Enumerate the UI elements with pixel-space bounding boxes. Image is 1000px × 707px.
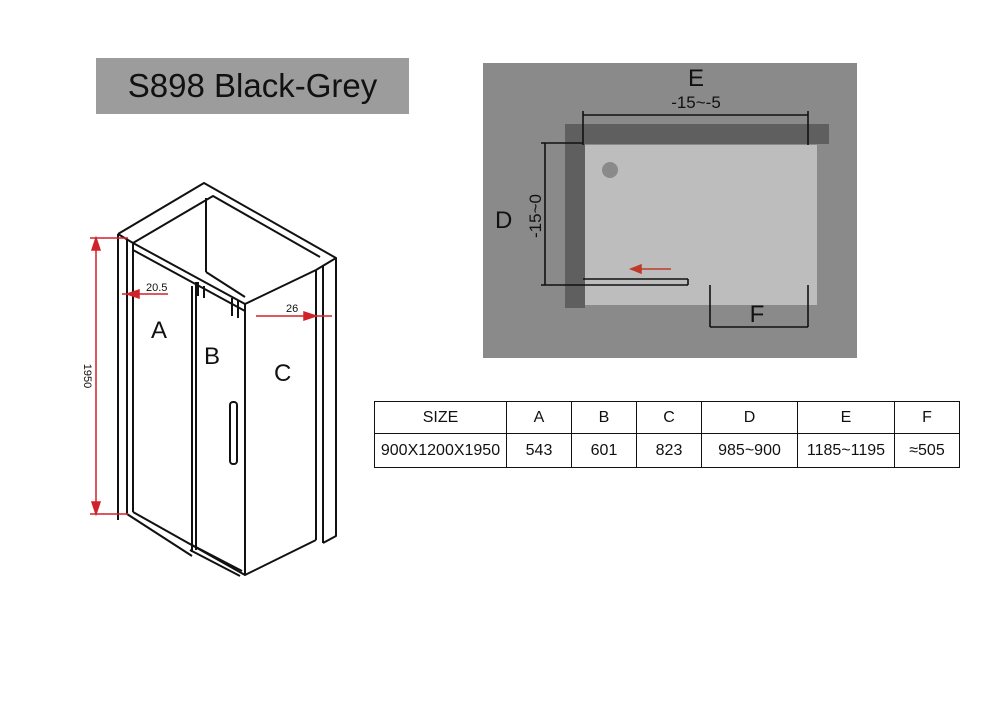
table-row: 900X1200X1950 543 601 823 985~900 1185~1… — [374, 433, 960, 468]
header-c: C — [636, 401, 702, 434]
door-handle — [229, 401, 238, 465]
height-dimension-label: 1950 — [81, 364, 93, 388]
enclosure-perspective-drawing: 1950 20.5 26 A B C — [81, 182, 337, 577]
header-d: D — [701, 401, 798, 434]
cell-size: 900X1200X1950 — [374, 433, 507, 468]
cell-b: 601 — [571, 433, 637, 468]
plan-view-diagram: E -15~-5 D -15~0 F — [483, 63, 857, 358]
right-offset-dimension-label: 26 — [286, 303, 298, 315]
dimension-e-range: -15~-5 — [671, 93, 721, 112]
cell-f: ≈505 — [894, 433, 960, 468]
left-offset-dimension-label: 20.5 — [146, 282, 167, 294]
header-f: F — [894, 401, 960, 434]
size-specification-table: SIZE A B C D E F 900X1200X1950 543 601 8… — [374, 401, 960, 468]
panel-c-label: C — [274, 360, 291, 387]
table-header-row: SIZE A B C D E F — [374, 401, 960, 434]
product-title: S898 Black-Grey — [127, 67, 378, 104]
dimension-f-label: F — [750, 301, 765, 328]
cell-d: 985~900 — [701, 433, 798, 468]
cell-c: 823 — [636, 433, 702, 468]
cell-a: 543 — [506, 433, 572, 468]
dimension-d-range: -15~0 — [526, 194, 545, 238]
header-b: B — [571, 401, 637, 434]
dimension-d-label: D — [495, 207, 512, 234]
cell-e: 1185~1195 — [797, 433, 895, 468]
header-size: SIZE — [374, 401, 507, 434]
drain-icon — [602, 162, 618, 178]
dimension-e-label: E — [688, 65, 704, 92]
header-a: A — [506, 401, 572, 434]
title-box: S898 Black-Grey — [96, 58, 409, 114]
header-e: E — [797, 401, 895, 434]
panel-a-label: A — [151, 317, 167, 344]
panel-b-label: B — [204, 343, 220, 370]
